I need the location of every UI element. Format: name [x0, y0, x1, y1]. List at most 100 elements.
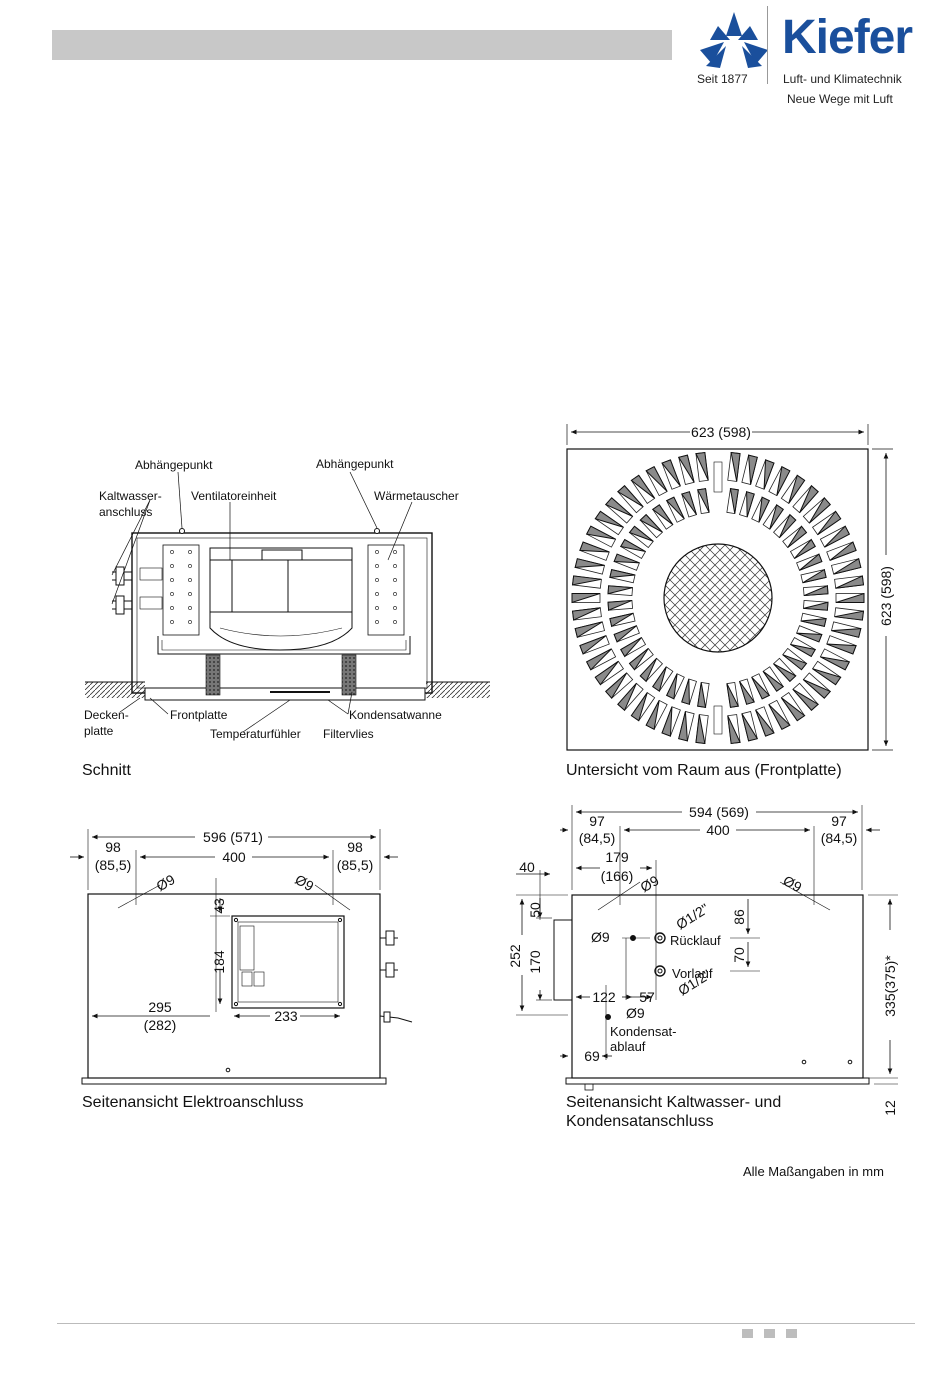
- air-slot: [727, 451, 741, 482]
- bottom-dim-height: 623 (598): [878, 566, 894, 626]
- brand-name: Kiefer: [782, 11, 913, 64]
- air-slot: [819, 525, 851, 548]
- caption-bottom-view: Untersicht vom Raum aus (Frontplatte): [566, 762, 842, 779]
- label-cold-water-1: Kaltwasser-: [99, 489, 162, 503]
- air-slot: [574, 558, 605, 575]
- water-dim-left-845: (84,5): [579, 830, 616, 846]
- air-slot: [695, 714, 709, 745]
- air-slot: [585, 648, 617, 671]
- air-slot: [619, 538, 647, 560]
- water-dim-height: 335(375)*: [882, 955, 898, 1017]
- water-dim-57: 57: [639, 989, 655, 1005]
- brand-logo: Kiefer Seit 1877 Luft- und Klimatechnik …: [690, 0, 940, 110]
- elec-dim-overall: 596 (571): [203, 829, 263, 845]
- elec-dim-d9-right: Ø9: [292, 871, 316, 894]
- elec-dim-184: 184: [211, 950, 227, 974]
- side-electric-view: [70, 829, 413, 1085]
- air-slot: [741, 711, 759, 742]
- water-dim-166: (166): [601, 868, 634, 884]
- elec-dim-left-855: (85,5): [95, 857, 132, 873]
- section-view: [85, 471, 490, 733]
- caption-side-water-2: Kondensatanschluss: [566, 1113, 714, 1130]
- footer-square-1: [742, 1329, 753, 1338]
- air-slot: [616, 485, 644, 514]
- air-slot: [681, 678, 697, 705]
- air-slot: [831, 621, 862, 638]
- air-slot: [780, 474, 806, 505]
- air-slot: [811, 510, 842, 536]
- water-dim-50: 50: [527, 902, 543, 918]
- air-slot: [696, 488, 710, 515]
- elec-dim-282: (282): [144, 1017, 177, 1033]
- air-slot: [762, 666, 785, 692]
- air-slot: [645, 699, 668, 731]
- air-slot: [789, 538, 816, 560]
- elec-dim-left-98: 98: [105, 839, 121, 855]
- air-slot: [607, 599, 633, 611]
- footer-square-3: [786, 1329, 797, 1338]
- air-slot: [796, 625, 823, 643]
- elec-dim-right-855: (85,5): [337, 857, 374, 873]
- water-dim-left-97: 97: [589, 813, 605, 829]
- caption-side-water-1: Seitenansicht Kaltwasser- und: [566, 1094, 782, 1111]
- label-temp-sensor: Temperaturfühler: [210, 727, 301, 741]
- water-dim-12: 12: [882, 1100, 898, 1116]
- water-dim-122: 122: [592, 989, 616, 1005]
- brand-tagline: Neue Wege mit Luft: [787, 92, 893, 106]
- air-slot: [639, 513, 664, 539]
- water-label-return: Rücklauf: [670, 933, 721, 948]
- air-slot: [739, 678, 756, 705]
- air-slot: [594, 510, 625, 536]
- label-hanging-point-right: Abhängepunkt: [316, 457, 394, 471]
- label-ceiling-1: Decken-: [84, 708, 129, 722]
- air-slot: [741, 454, 758, 485]
- water-label-condensate-1: Kondensat-: [610, 1024, 677, 1039]
- air-slot: [802, 672, 832, 699]
- water-dim-170: 170: [527, 950, 543, 974]
- air-slot: [579, 635, 610, 655]
- air-slot: [835, 592, 865, 603]
- air-slot: [609, 612, 636, 628]
- air-slot: [834, 575, 865, 589]
- air-slot: [571, 575, 602, 589]
- air-slot: [571, 593, 601, 604]
- air-slot: [639, 657, 664, 683]
- air-slot: [594, 660, 625, 686]
- air-slot: [819, 648, 851, 671]
- air-slot: [585, 525, 617, 548]
- elec-dim-295: 295: [148, 999, 172, 1015]
- air-slot: [796, 553, 823, 571]
- air-slot: [780, 691, 806, 722]
- air-slot: [727, 714, 741, 745]
- air-slot: [803, 600, 829, 611]
- air-slot: [831, 557, 862, 575]
- air-slot: [695, 451, 709, 482]
- label-front-plate: Frontplatte: [170, 708, 228, 722]
- air-slot: [792, 682, 820, 711]
- air-slot: [726, 488, 739, 515]
- water-dim-70: 70: [731, 947, 747, 963]
- label-cold-water-2: anschluss: [99, 505, 152, 519]
- air-slot: [726, 681, 740, 708]
- water-dim-right-845: (84,5): [821, 830, 858, 846]
- water-dim-d9-c: Ø9: [591, 929, 610, 945]
- air-slot: [826, 635, 857, 655]
- elec-dim-43: 43: [211, 898, 227, 914]
- header-bar: [52, 30, 672, 60]
- water-dim-86: 86: [731, 909, 747, 925]
- air-slot: [579, 541, 610, 561]
- air-slot: [755, 459, 775, 490]
- air-slot: [666, 673, 685, 700]
- dimensions-note: Alle Maßangaben in mm: [743, 1164, 884, 1179]
- label-ceiling-2: platte: [84, 724, 114, 738]
- water-dim-d9-b: Ø9: [780, 872, 804, 895]
- air-slots: [571, 451, 865, 745]
- footer-square-2: [764, 1329, 775, 1338]
- brand-subtitle: Luft- und Klimatechnik: [783, 72, 902, 86]
- elec-dim-233: 233: [274, 1008, 298, 1024]
- water-dim-40: 40: [519, 859, 535, 875]
- section-view-labels: Abhängepunkt Abhängepunkt Kaltwasser- an…: [84, 457, 459, 741]
- air-slot: [834, 607, 865, 621]
- air-slot: [609, 569, 636, 584]
- air-slot: [613, 553, 640, 571]
